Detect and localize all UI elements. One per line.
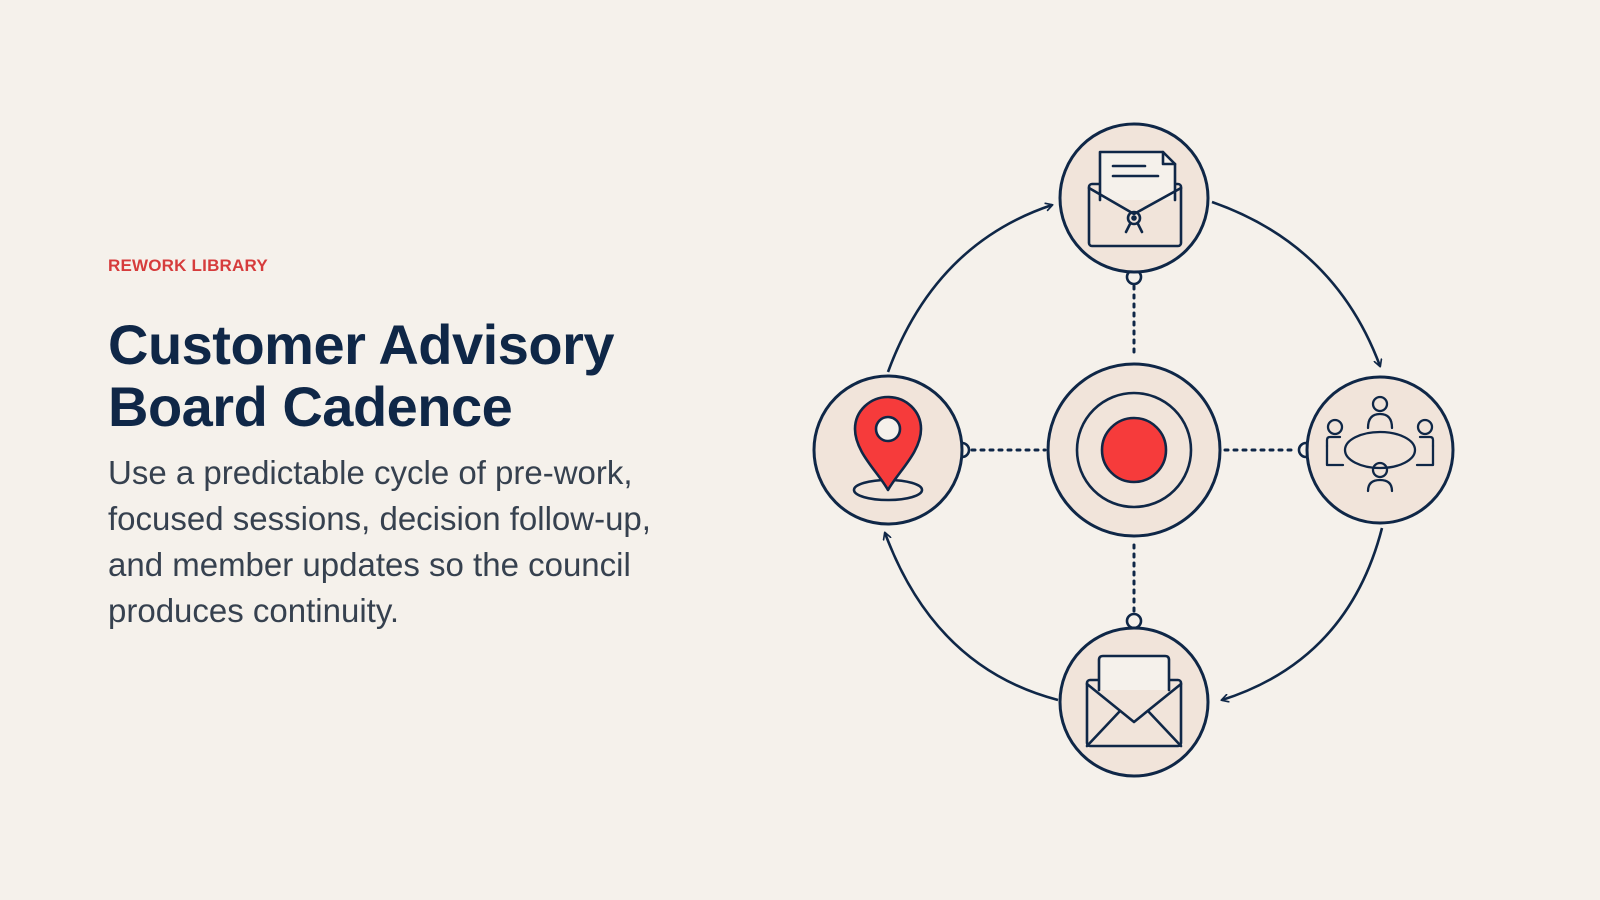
page-title: Customer Advisory Board Cadence [108, 314, 708, 438]
title-line-1: Customer Advisory [108, 313, 615, 376]
node-bottom [1058, 626, 1210, 778]
arrow-right-to-bottom [1222, 527, 1384, 700]
arrow-bottom-to-left [885, 533, 1059, 702]
title-line-2: Board Cadence [108, 375, 513, 438]
dot-bottom [1125, 612, 1143, 630]
target-icon [1046, 362, 1222, 538]
description: Use a predictable cycle of pre-work, foc… [108, 454, 651, 629]
node-top [1058, 122, 1210, 274]
location-pin-icon [852, 395, 924, 502]
meeting-table-icon [1325, 395, 1435, 493]
text-panel: REWORK LIBRARY Customer Advisory Board C… [108, 256, 708, 634]
eyebrow-label: REWORK LIBRARY [108, 256, 268, 275]
cycle-arrows [885, 200, 1384, 702]
node-left [812, 374, 964, 526]
dotted-connectors [970, 284, 1297, 614]
node-right [1305, 375, 1455, 525]
arrow-left-to-top [886, 205, 1052, 373]
mail-envelope-icon [1085, 654, 1183, 748]
arrow-top-to-right [1211, 200, 1380, 366]
document-envelope-icon [1087, 150, 1183, 248]
